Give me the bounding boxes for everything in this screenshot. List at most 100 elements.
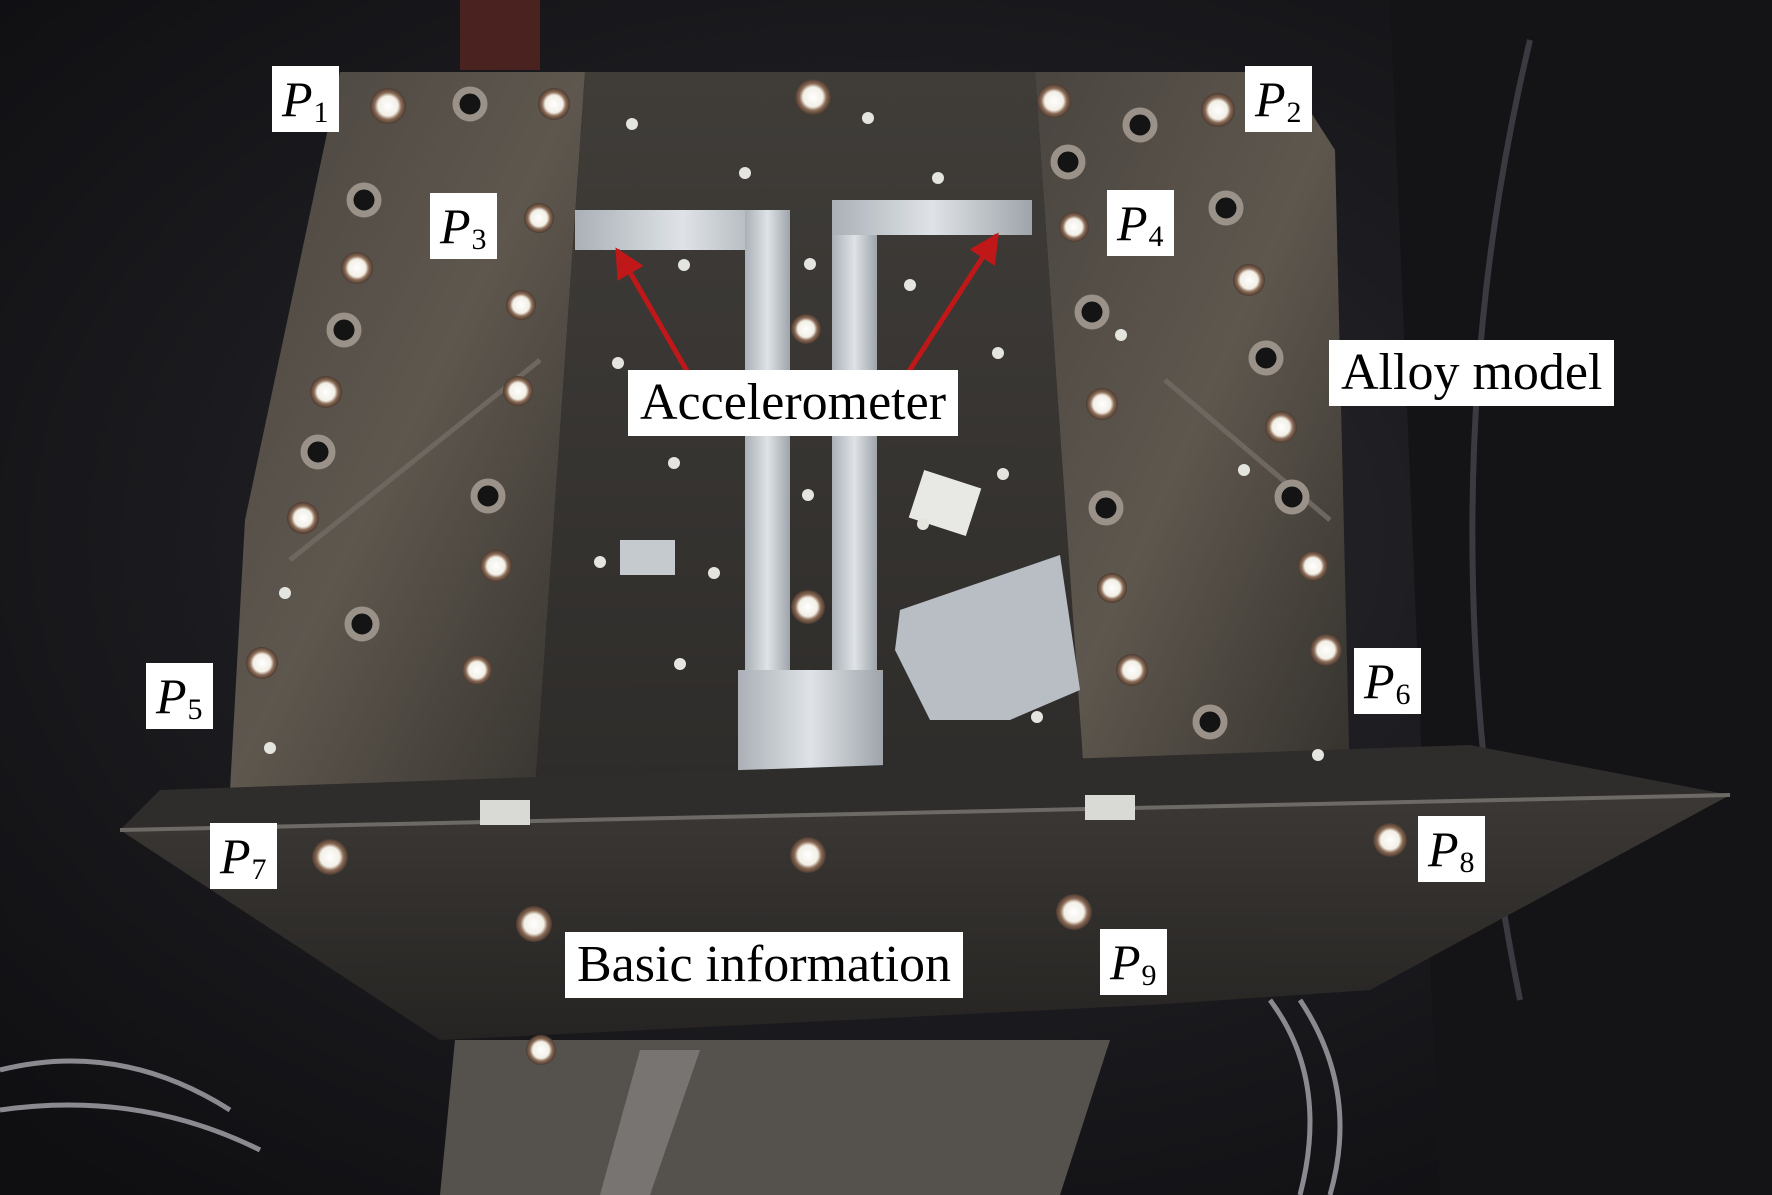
- marker: [524, 203, 554, 233]
- point-letter: P: [1364, 653, 1395, 709]
- point-index: 4: [1148, 220, 1164, 253]
- support-column-highlight: [600, 1050, 700, 1195]
- ring-target: [1208, 190, 1244, 226]
- ring-target: [1074, 294, 1110, 330]
- point-index: 5: [187, 693, 203, 726]
- marker: [287, 502, 319, 534]
- marker: [791, 590, 825, 624]
- point-index: 2: [1286, 96, 1302, 129]
- marker: [1037, 84, 1071, 118]
- left-wing-diagonal: [288, 358, 542, 562]
- marker: [341, 252, 373, 284]
- ring-target: [1088, 490, 1124, 526]
- hole: [1312, 749, 1324, 761]
- hole: [594, 556, 606, 568]
- marker: [1097, 573, 1127, 603]
- base-tray-edge: [119, 793, 1731, 832]
- hole: [279, 587, 291, 599]
- marker: [1298, 551, 1328, 581]
- marker: [480, 550, 512, 582]
- hole: [668, 457, 680, 469]
- point-letter: P: [1255, 71, 1286, 127]
- foil-strip-top-right: [832, 200, 1032, 235]
- hole: [932, 172, 944, 184]
- marker: [1310, 634, 1342, 666]
- marker: [1056, 894, 1092, 930]
- ring-target: [300, 434, 336, 470]
- marker: [246, 647, 278, 679]
- top-bar: [460, 0, 540, 70]
- hole: [739, 167, 751, 179]
- point-letter: P: [282, 71, 313, 127]
- marker: [503, 376, 533, 406]
- foil-patch-right: [895, 555, 1080, 720]
- point-index: 7: [251, 853, 267, 886]
- point-letter: P: [1110, 934, 1141, 990]
- right-wing-panel: [1035, 72, 1350, 790]
- point-letter: P: [1428, 821, 1459, 877]
- marker: [795, 79, 831, 115]
- marker: [516, 906, 552, 942]
- marker: [1116, 654, 1148, 686]
- marker: [506, 290, 536, 320]
- marker: [312, 839, 348, 875]
- marker: [1265, 411, 1297, 443]
- marker: [1233, 264, 1265, 296]
- point-letter: P: [1117, 195, 1148, 251]
- ring-target: [1050, 144, 1086, 180]
- marker: [370, 88, 406, 124]
- bracket-right: [1085, 795, 1135, 820]
- right-cabinet-edge: [1390, 0, 1772, 1195]
- ring-target: [1248, 340, 1284, 376]
- marker: [1059, 212, 1089, 242]
- point-index: 8: [1459, 846, 1475, 879]
- point-letter: P: [156, 668, 187, 724]
- hole: [997, 468, 1009, 480]
- point-index: 6: [1395, 678, 1411, 711]
- bracket-left: [480, 800, 530, 825]
- accelerometer-label: Accelerometer: [628, 370, 959, 436]
- base-tray-front: [120, 795, 1730, 1040]
- hole: [1238, 464, 1250, 476]
- marker: [310, 376, 342, 408]
- hole: [802, 489, 814, 501]
- marker: [791, 314, 821, 344]
- ring-target: [1192, 704, 1228, 740]
- arrow-right-to-accelerometer: [897, 232, 1000, 387]
- ring-target: [326, 312, 362, 348]
- point-index: 1: [313, 96, 329, 129]
- ring-target: [1122, 107, 1158, 143]
- marker: [790, 837, 826, 873]
- point-letter: P: [440, 198, 471, 254]
- point-index: 9: [1141, 959, 1157, 992]
- arrow-left-to-accelerometer: [614, 247, 698, 387]
- hole: [678, 259, 690, 271]
- measurement-markers: [246, 79, 1407, 1065]
- marker: [538, 88, 570, 120]
- marker: [526, 1035, 556, 1065]
- hole: [917, 518, 929, 530]
- ring-target: [470, 478, 506, 514]
- support-column: [440, 1040, 1110, 1195]
- foil-block-bottom: [738, 670, 883, 780]
- cables: [0, 998, 1343, 1195]
- hole: [674, 658, 686, 670]
- hole: [612, 357, 624, 369]
- hole: [1031, 711, 1043, 723]
- hole: [992, 347, 1004, 359]
- ring-target: [1274, 479, 1310, 515]
- hole: [626, 118, 638, 130]
- marker: [1373, 823, 1407, 857]
- small-holes: [264, 112, 1324, 761]
- alloy-model-label: Alloy model: [1329, 340, 1615, 406]
- hole: [862, 112, 874, 124]
- point-letter: P: [220, 828, 251, 884]
